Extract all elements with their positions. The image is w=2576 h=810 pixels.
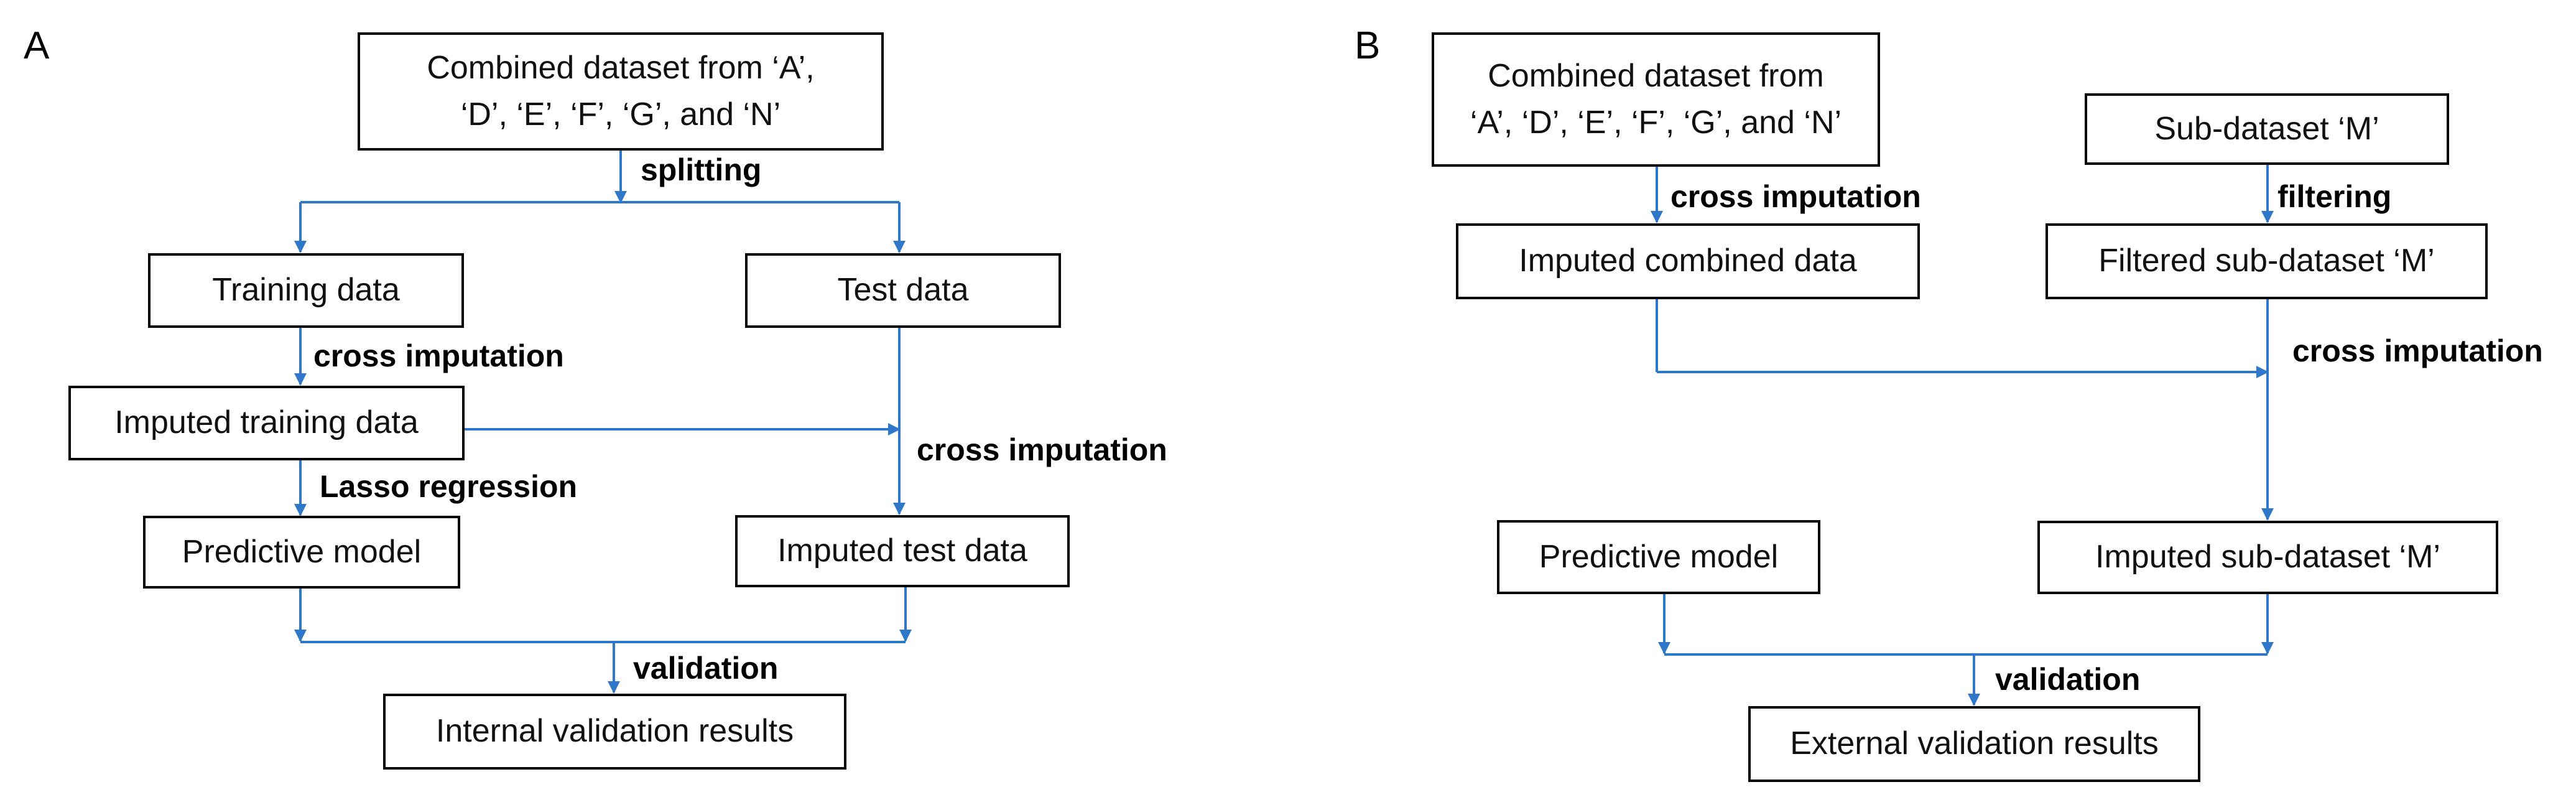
- a-node-imputed-test-data: Imputed test data: [735, 515, 1070, 587]
- b-node-sub-dataset-m: Sub-dataset ‘M’: [2085, 93, 2449, 165]
- b-node-imputed-combined-data: Imputed combined data: [1456, 223, 1920, 299]
- a-node-test-data: Test data: [745, 253, 1061, 328]
- b-node-predictive-model: Predictive model: [1497, 520, 1820, 594]
- b-label-filtering: filtering: [2277, 179, 2392, 214]
- b-node-external-validation-results: External validation results: [1748, 706, 2200, 782]
- b-label-cross-imputation-merge: cross imputation: [2292, 333, 2543, 368]
- a-node-internal-validation-results: Internal validation results: [383, 694, 846, 770]
- a-label-cross-imputation-training: cross imputation: [313, 338, 564, 373]
- b-node-imputed-sub-dataset-m: Imputed sub-dataset ‘M’: [2037, 521, 2498, 594]
- panel-b-label: B: [1355, 24, 1381, 67]
- b-label-cross-imputation-combined: cross imputation: [1670, 179, 1921, 214]
- a-node-training-data: Training data: [148, 253, 464, 328]
- a-label-cross-imputation-test: cross imputation: [917, 432, 1167, 467]
- a-label-splitting: splitting: [641, 152, 762, 187]
- a-label-validation: validation: [633, 651, 779, 686]
- b-node-combined-dataset: Combined dataset from ‘A’, ‘D’, ‘E’, ‘F’…: [1432, 32, 1880, 167]
- a-node-predictive-model: Predictive model: [143, 516, 460, 589]
- panel-a-label: A: [24, 24, 50, 67]
- b-node-filtered-sub-dataset-m: Filtered sub-dataset ‘M’: [2046, 223, 2488, 299]
- b-label-validation: validation: [1995, 662, 2141, 697]
- a-node-combined-dataset: Combined dataset from ‘A’, ‘D’, ‘E’, ‘F’…: [358, 32, 884, 151]
- a-label-lasso-regression: Lasso regression: [320, 469, 578, 504]
- a-node-imputed-training-data: Imputed training data: [68, 386, 465, 460]
